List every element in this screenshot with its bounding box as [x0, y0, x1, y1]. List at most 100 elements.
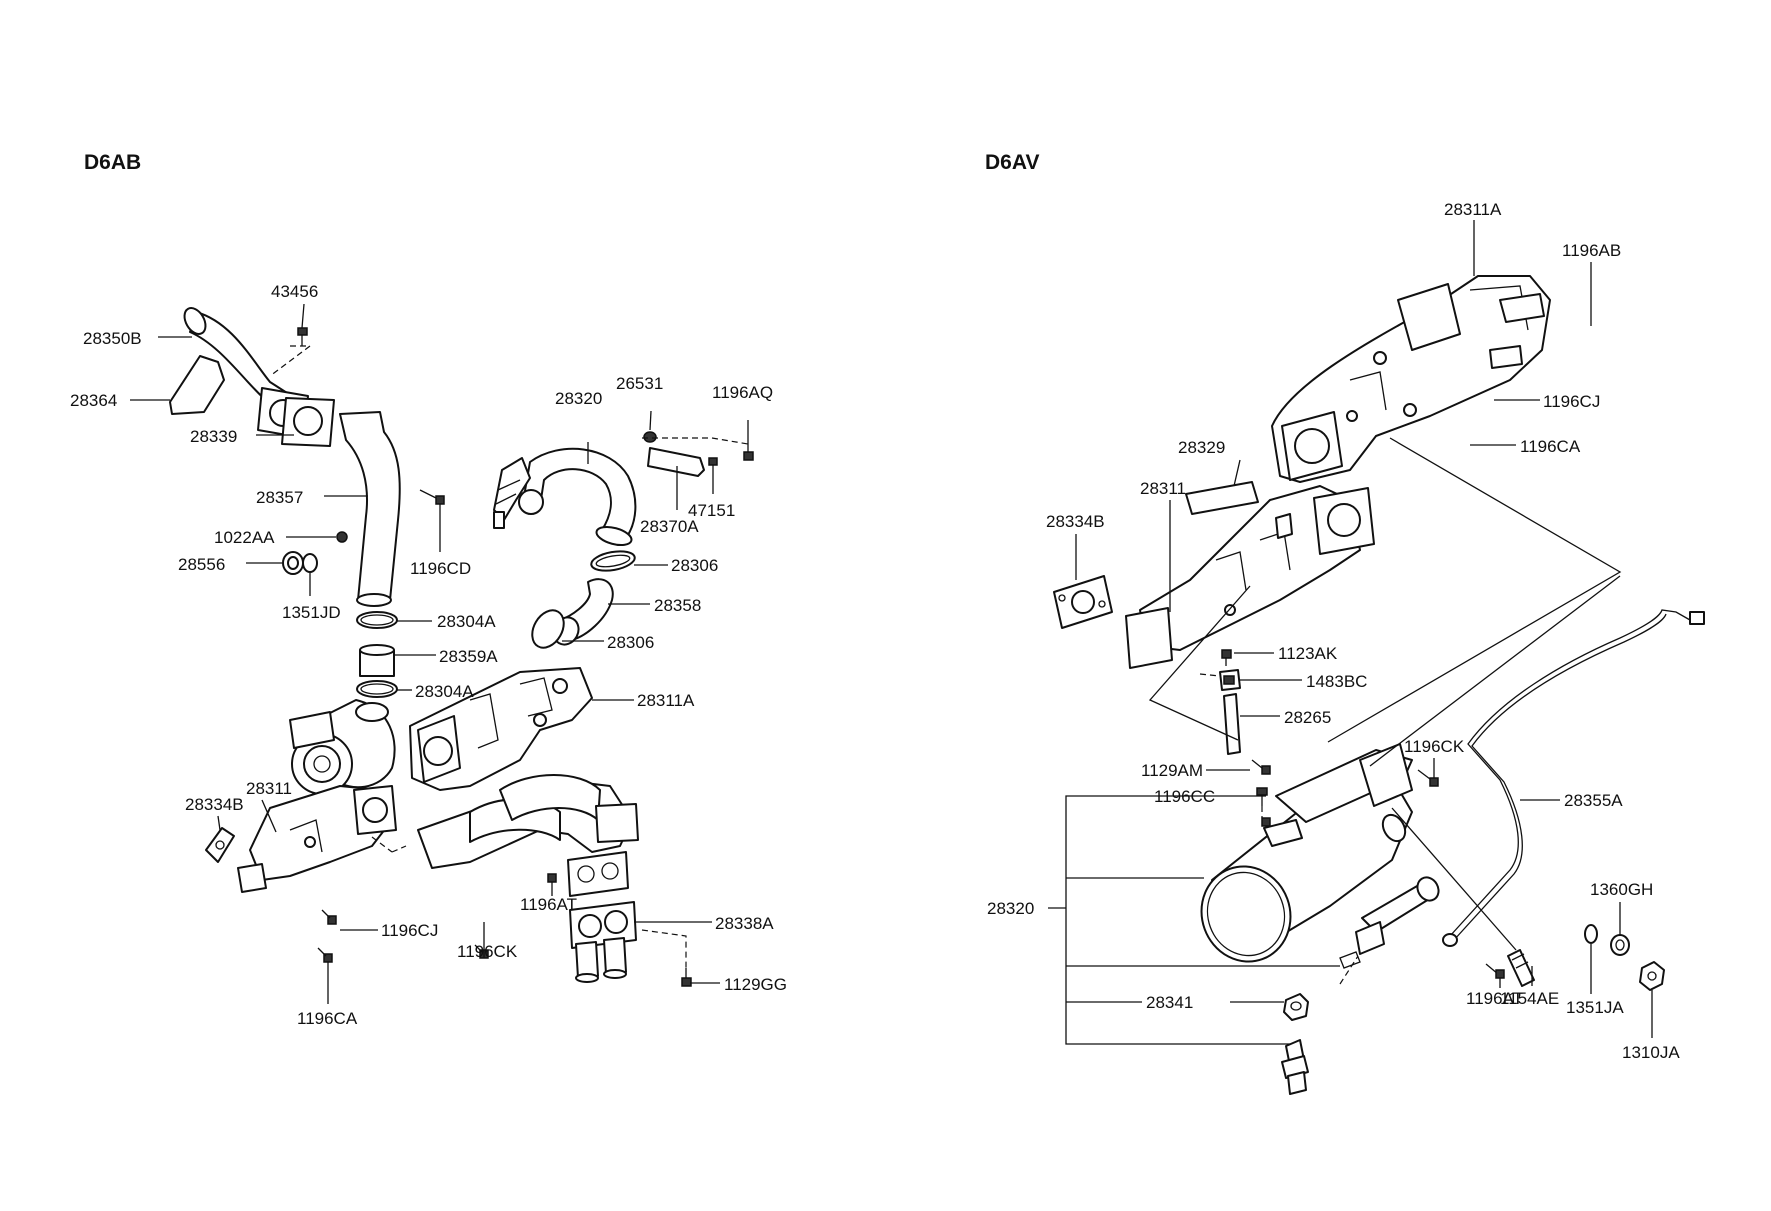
- drain-plug: [1281, 1039, 1309, 1095]
- label-28311A-right: 28311A: [1444, 200, 1502, 219]
- label-28556: 28556: [178, 555, 225, 574]
- nut-1022AA: [336, 531, 348, 543]
- label-1196AT-left: 1196AT: [520, 895, 577, 914]
- bolt-47151: [708, 457, 718, 476]
- right-labels: 28311A 1196AB 1196CJ 1196CA 28329 28311 …: [987, 200, 1680, 1062]
- label-1351JD: 1351JD: [282, 603, 341, 622]
- label-28306-lower: 28306: [607, 633, 654, 652]
- bolt-1123AK: [1221, 649, 1232, 666]
- label-1196CA-right: 1196CA: [1520, 437, 1581, 456]
- label-28370A: 28370A: [640, 517, 699, 536]
- label-28350B: 28350B: [83, 329, 142, 348]
- d6av-illustration: [1053, 275, 1705, 1095]
- label-1483BC: 1483BC: [1306, 672, 1367, 691]
- d6ab-illustration: [169, 307, 754, 987]
- label-28306-upper: 28306: [671, 556, 718, 575]
- label-1310JA: 1310JA: [1622, 1043, 1680, 1062]
- label-1196CJ-right: 1196CJ: [1543, 392, 1600, 411]
- label-1022AA: 1022AA: [214, 528, 275, 547]
- label-1351JA: 1351JA: [1566, 998, 1624, 1017]
- clip-1483BC: [1219, 669, 1241, 691]
- label-28359A: 28359A: [439, 647, 498, 666]
- label-28358: 28358: [654, 596, 701, 615]
- nut-28341: [1283, 993, 1309, 1021]
- clamp-28304A-lower: [356, 680, 398, 698]
- clamp-28306-upper: [590, 550, 636, 572]
- label-28311A-left: 28311A: [637, 691, 695, 710]
- label-1196CA-left: 1196CA: [297, 1009, 358, 1028]
- section-title-d6ab: D6AB: [84, 151, 141, 174]
- gasket-28339: [281, 397, 335, 447]
- label-28329: 28329: [1178, 438, 1225, 457]
- label-28338A: 28338A: [715, 914, 774, 933]
- washer-1351JA: [1584, 924, 1598, 944]
- bolt-1196CD: [419, 489, 445, 505]
- manifold-28311A-left: [409, 667, 593, 791]
- label-1196AB: 1196AB: [1562, 241, 1621, 260]
- bolt-1196AQ: [743, 444, 754, 461]
- bolt-1129AM: [1251, 759, 1271, 775]
- bolt-1196CC: [1256, 787, 1268, 806]
- manifold-28311-left: [237, 785, 397, 893]
- label-28304A-lower: 28304A: [415, 682, 474, 701]
- clamp-28306-lower: [531, 609, 565, 649]
- pipe-28357: [339, 411, 401, 607]
- manifold-28311-right: [1125, 485, 1375, 669]
- label-1196CJ-left: 1196CJ: [381, 921, 438, 940]
- heat-shield-28329: [1185, 481, 1259, 515]
- label-1154AE: 1154AE: [1500, 989, 1559, 1008]
- bolt-43456: [297, 327, 308, 346]
- sleeve-28359A: [359, 644, 395, 677]
- label-28320-right: 28320: [987, 899, 1034, 918]
- label-28311-right: 28311: [1140, 479, 1186, 498]
- bolt-1196AT-right: [1485, 963, 1505, 979]
- left-leaders: [130, 303, 749, 1004]
- label-28334B-left: 28334B: [185, 795, 244, 814]
- clamp-28304A-upper: [356, 611, 398, 629]
- label-1196AT-right: 1196AT: [1466, 989, 1523, 1008]
- nut-26531: [643, 431, 657, 443]
- bracket-28364: [169, 355, 225, 415]
- turbocharger: [289, 699, 396, 795]
- label-26531: 26531: [616, 374, 663, 393]
- bolt-1196CK-right: [1417, 769, 1439, 787]
- label-28304A-upper: 28304A: [437, 612, 496, 631]
- label-28334B-right: 28334B: [1046, 512, 1105, 531]
- label-28311-left: 28311: [246, 779, 292, 798]
- gasket-1360GH: [1610, 934, 1630, 956]
- label-28364: 28364: [70, 391, 117, 410]
- label-28320-left: 28320: [555, 389, 602, 408]
- sensor-wire-28355A: [1442, 609, 1705, 947]
- gasket-28334B-right: [1053, 575, 1113, 629]
- right-leaders: [1048, 220, 1653, 1045]
- label-28339: 28339: [190, 427, 237, 446]
- label-1196CK-left: 1196CK: [457, 942, 518, 961]
- label-28265: 28265: [1284, 708, 1331, 727]
- manifold-28311A-right: [1271, 275, 1551, 483]
- crossover-pipes: [417, 774, 639, 869]
- label-28357: 28357: [256, 488, 303, 507]
- label-1196CK-right: 1196CK: [1404, 737, 1465, 756]
- bolts-lower-left: [317, 873, 692, 987]
- label-43456: 43456: [271, 282, 318, 301]
- pipe-28320-left: [493, 447, 637, 547]
- gasket-28334B-left: [205, 827, 235, 863]
- nut-1310JA: [1639, 961, 1665, 991]
- bracket-28265: [1223, 693, 1241, 755]
- left-labels: 43456 28350B 28364 28339 28357 1022AA 28…: [70, 282, 787, 1028]
- flange-28338A: [567, 851, 637, 983]
- label-1360GH: 1360GH: [1590, 880, 1653, 899]
- muffler-28320: [1200, 743, 1440, 969]
- plug-28556: [282, 551, 304, 575]
- label-1196CC: 1196CC: [1154, 787, 1215, 806]
- washer-1351JD: [302, 553, 318, 573]
- label-1129GG: 1129GG: [724, 975, 787, 994]
- label-1196CD: 1196CD: [410, 559, 471, 578]
- stud-1154AE: [1507, 949, 1535, 987]
- label-28341: 28341: [1146, 993, 1193, 1012]
- label-1129AM: 1129AM: [1141, 761, 1203, 780]
- label-47151: 47151: [688, 501, 735, 520]
- label-1196AQ: 1196AQ: [712, 383, 773, 402]
- label-28355A: 28355A: [1564, 791, 1623, 810]
